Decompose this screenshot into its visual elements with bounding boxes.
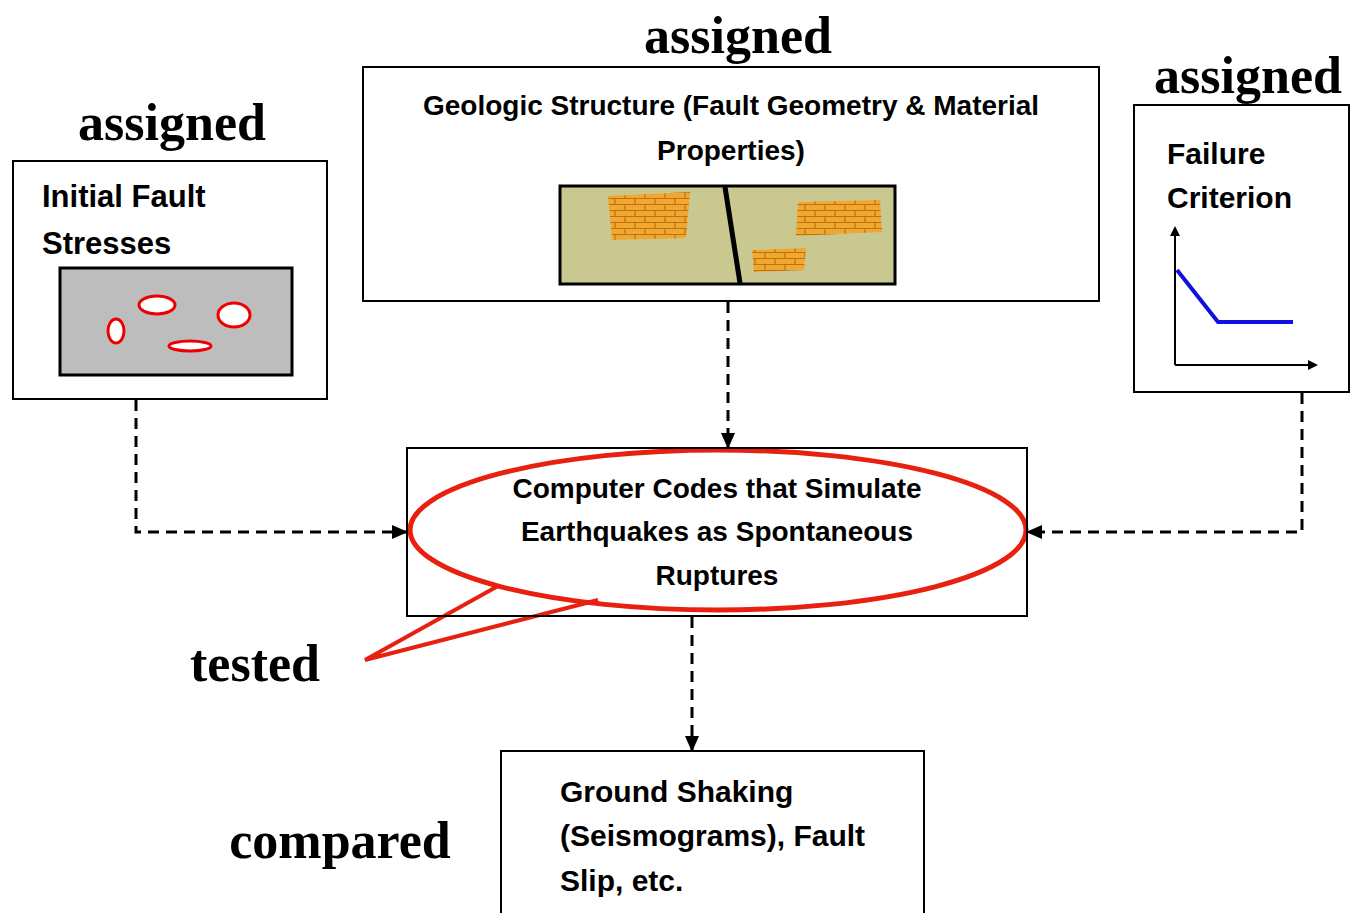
callout-label: assigned [644,6,832,65]
failure-graph [1175,228,1316,365]
box-text: Ground Shaking (Seismograms), Fault Slip… [560,770,880,903]
callout-label: compared [229,811,450,870]
process-box: Failure Criterion [1133,104,1350,393]
box-text: Computer Codes that Simulate Earthquakes… [482,467,952,597]
callout-label: assigned [78,93,266,152]
process-box: Geologic Structure (Fault Geometry & Mat… [362,66,1100,302]
dashed-arrow [1028,393,1302,532]
stress-map [60,268,292,375]
process-box: Computer Codes that Simulate Earthquakes… [406,447,1028,617]
dashed-arrow [727,302,730,447]
box-text: Failure Criterion [1167,132,1317,219]
process-box: Ground Shaking (Seismograms), Fault Slip… [500,750,925,913]
process-box: Initial Fault Stresses [12,160,328,400]
callout-bubble [365,450,1026,660]
callout-label: tested [190,634,320,693]
geology-section [560,186,895,284]
box-text: Geologic Structure (Fault Geometry & Mat… [374,84,1088,174]
box-text: Initial Fault Stresses [42,174,272,267]
dashed-arrow [136,400,406,532]
callout-label: assigned [1154,46,1342,105]
dashed-arrow [691,617,694,750]
